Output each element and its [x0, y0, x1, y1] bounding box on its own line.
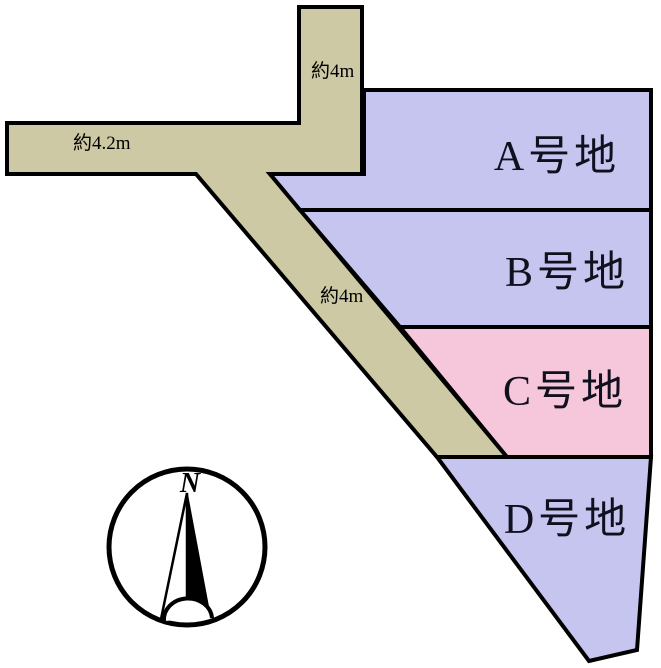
compass-dome — [161, 596, 214, 622]
diagonal-road-width-label: 約4m — [320, 286, 364, 307]
west-road-width-label: 約4.2m — [73, 133, 131, 154]
compass-north-label: N — [179, 468, 201, 499]
north-road-width-label: 約4m — [311, 61, 355, 82]
lot-d-shape — [433, 455, 654, 664]
lot-a-label: A号地 — [493, 134, 621, 180]
lot-b-label: B号地 — [504, 250, 630, 296]
lot-c-label: C号地 — [502, 369, 628, 415]
lot-d-label: D号地 — [503, 497, 631, 543]
compass-rose — [106, 466, 268, 628]
